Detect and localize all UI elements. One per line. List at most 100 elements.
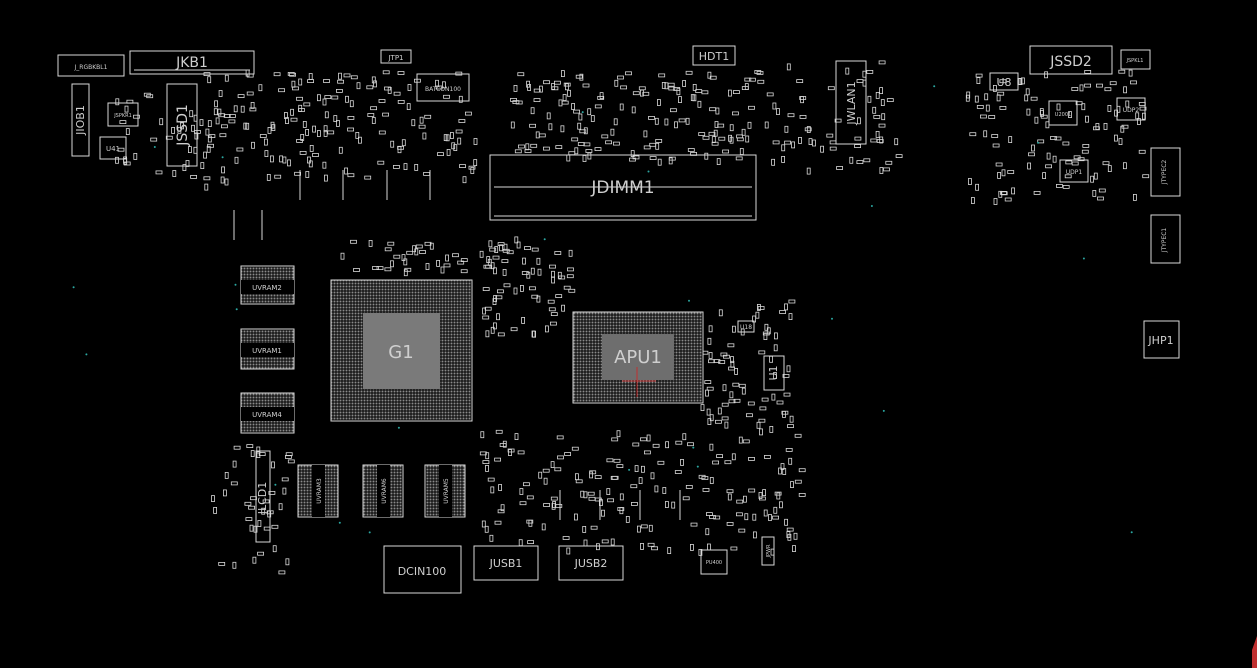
passive-component — [548, 307, 556, 312]
label-uvram5: UVRAM5 — [443, 478, 450, 504]
chip-pu400[interactable] — [700, 549, 728, 575]
passive-component — [783, 392, 791, 397]
passive-component — [640, 543, 644, 550]
passive-component — [741, 128, 746, 136]
connector-jlcd1[interactable] — [255, 450, 271, 543]
passive-component — [1025, 88, 1030, 96]
passive-component — [704, 380, 712, 385]
connector-jwlan1[interactable] — [835, 60, 867, 145]
connector-jdimm1[interactable] — [489, 154, 757, 221]
passive-component — [1085, 115, 1089, 123]
passive-component — [658, 73, 666, 78]
connector-jiob1[interactable] — [71, 83, 90, 157]
passive-component — [867, 95, 872, 103]
passive-component — [786, 531, 791, 538]
connector-jspkr1[interactable] — [107, 102, 139, 127]
passive-component — [728, 366, 735, 371]
passive-component — [150, 137, 158, 142]
passive-component — [762, 489, 766, 497]
passive-component — [781, 144, 786, 152]
passive-component — [521, 271, 529, 275]
connector-hdt1[interactable] — [692, 45, 736, 66]
vram-uvram1[interactable]: UVRAM1 — [240, 328, 295, 370]
passive-component — [545, 325, 549, 333]
chip-u2001[interactable] — [1048, 100, 1078, 126]
passive-component — [282, 156, 287, 164]
connector-jssd2[interactable] — [1029, 45, 1113, 75]
passive-component — [536, 257, 541, 265]
passive-component — [1118, 69, 1126, 74]
passive-component — [384, 86, 391, 91]
chip-udp1[interactable] — [1059, 159, 1089, 183]
connector-j-rgbkbl1[interactable] — [57, 54, 125, 77]
chip-u18[interactable] — [737, 320, 755, 333]
passive-component — [271, 461, 275, 469]
connector-jtp1[interactable] — [380, 49, 412, 64]
passive-component — [460, 258, 468, 263]
chip-u8[interactable] — [989, 72, 1019, 91]
passive-component — [757, 303, 761, 311]
passive-component — [397, 145, 405, 150]
vram-uvram4[interactable]: UVRAM4 — [240, 392, 295, 434]
passive-component — [594, 104, 602, 109]
connector-batcon100[interactable] — [416, 73, 470, 102]
passive-component — [418, 124, 426, 129]
connector-dcin100[interactable] — [383, 545, 462, 594]
passive-component — [529, 123, 536, 128]
vram-uvram3[interactable]: UVRAM3 — [297, 464, 339, 518]
cpu-apu1[interactable]: APU1 — [572, 311, 704, 404]
passive-component — [976, 105, 984, 109]
passive-component — [214, 100, 219, 108]
passive-component — [203, 151, 208, 159]
passive-component — [996, 94, 1001, 102]
connector-jtypec1[interactable] — [1150, 214, 1181, 264]
connector-jtypec2[interactable] — [1150, 147, 1181, 197]
passive-component — [411, 119, 416, 127]
passive-component — [577, 142, 585, 146]
connector-jhp1[interactable] — [1143, 320, 1180, 359]
connector-jssd1[interactable] — [166, 83, 198, 167]
connector-jkb1[interactable] — [129, 50, 255, 75]
passive-component — [219, 133, 227, 138]
vram-uvram2[interactable]: UVRAM2 — [240, 265, 295, 305]
passive-component — [237, 94, 245, 98]
connector-jspkl1[interactable] — [1120, 49, 1151, 70]
passive-component — [769, 355, 773, 363]
passive-component — [625, 71, 632, 76]
passive-component — [685, 484, 693, 489]
passive-component — [382, 112, 390, 117]
vram-uvram6[interactable]: UVRAM6 — [362, 464, 404, 518]
passive-component — [283, 112, 288, 119]
passive-component — [541, 523, 546, 531]
passive-component — [482, 307, 487, 315]
passive-component — [257, 520, 262, 527]
passive-component — [492, 255, 500, 260]
passive-component — [291, 80, 296, 88]
passive-component — [146, 94, 154, 99]
passive-component — [215, 117, 220, 125]
passive-component — [776, 492, 781, 500]
gpu-g1[interactable]: G1 — [330, 279, 473, 422]
vram-uvram5[interactable]: UVRAM5 — [424, 464, 466, 518]
chip-u1[interactable] — [763, 355, 785, 391]
passive-component — [298, 104, 303, 112]
via — [628, 468, 631, 471]
passive-component — [124, 105, 129, 113]
connector-jusb1[interactable] — [473, 545, 539, 581]
passive-component — [171, 127, 176, 134]
passive-component — [494, 246, 499, 254]
passive-component — [594, 475, 602, 480]
chip-udp2[interactable] — [1116, 97, 1146, 121]
passive-component — [366, 85, 374, 90]
passive-component — [854, 136, 862, 141]
passive-component — [133, 114, 140, 119]
passive-component — [564, 452, 571, 456]
passive-component — [895, 154, 903, 159]
passive-component — [312, 153, 319, 157]
passive-component — [554, 80, 561, 85]
connector-jusb2[interactable] — [558, 545, 624, 581]
via — [692, 446, 695, 449]
chip-u41[interactable] — [99, 136, 127, 160]
connector-jpwr[interactable] — [761, 536, 775, 566]
passive-component — [709, 515, 716, 519]
